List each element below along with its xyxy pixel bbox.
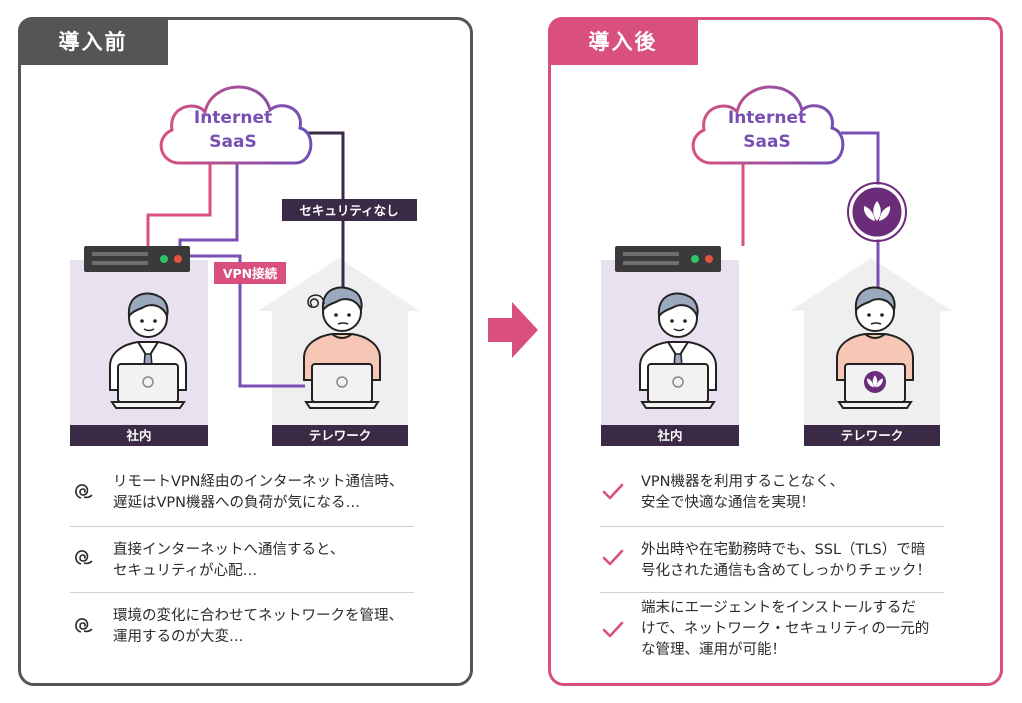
before-note-1: リモートVPN経由のインターネット通信時、 遅延はVPN機器への負荷が気になる…	[113, 472, 404, 514]
before-note-3-line1: 環境の変化に合わせてネットワークを管理、	[113, 608, 403, 624]
line-office-pink	[146, 162, 212, 246]
home-laptop-logo-before	[336, 376, 348, 388]
panel-after-title: 導入後	[548, 17, 698, 65]
before-note-3: 環境の変化に合わせてネットワークを管理、 運用するのが大変…	[113, 606, 403, 648]
line-agent-top	[841, 131, 880, 186]
office-label-bg-before	[70, 425, 208, 446]
vpn-label: VPN接続	[223, 266, 278, 281]
office-label-before: 社内	[125, 428, 151, 443]
telework-label-bg-before	[272, 425, 408, 446]
telework-label-after: テレワーク	[841, 428, 904, 443]
panel-before: 導入前	[18, 17, 473, 686]
office-laptop-logo-after	[672, 376, 684, 388]
panel-before-title: 導入前	[18, 17, 168, 65]
after-divider-2	[600, 592, 944, 593]
vpn-badge	[214, 262, 286, 284]
telework-label-before: テレワーク	[309, 428, 372, 443]
after-note-1-line1: VPN機器を利用することなく、	[641, 474, 845, 490]
worry-spiral-icon	[72, 614, 94, 639]
line-office-purple	[178, 162, 239, 248]
no-security-label: セキュリティなし	[299, 203, 398, 218]
office-label-after: 社内	[656, 428, 682, 443]
after-note-1-line2: 安全で快適な通信を実現！	[641, 495, 815, 511]
check-icon	[602, 548, 624, 571]
telework-label-bg-after	[804, 425, 940, 446]
worry-spiral-small-icon	[307, 294, 325, 308]
check-icon	[602, 620, 624, 643]
before-note-3-line2: 運用するのが大変…	[113, 629, 244, 645]
no-security-badge	[282, 199, 417, 221]
worry-spiral-icon	[72, 480, 94, 505]
after-note-3: 端末にエージェントをインストールするだ けで、ネットワーク・セキュリティの一元的…	[641, 598, 929, 661]
panel-after: 導入後	[548, 17, 1003, 686]
before-note-2-line2: セキュリティが心配…	[113, 563, 258, 579]
office-laptop-after	[641, 363, 715, 409]
after-note-1: VPN機器を利用することなく、 安全で快適な通信を実現！	[641, 472, 844, 514]
check-icon	[602, 482, 624, 505]
cloud-before	[159, 85, 313, 165]
before-note-1-line1: リモートVPN経由のインターネット通信時、	[113, 474, 404, 490]
line-vpn	[180, 254, 305, 388]
arrow-right-icon	[488, 302, 538, 358]
cloud-before-line2: SaaS	[209, 132, 256, 152]
home-laptop-before	[305, 363, 379, 409]
cloud-before-line1: Internet	[194, 108, 272, 128]
office-laptop-before	[111, 363, 185, 409]
before-divider-2	[70, 592, 414, 593]
after-note-2-line2: 号化された通信も含めてしっかりチェック！	[641, 563, 931, 579]
cloud-after-line1: Internet	[728, 108, 806, 128]
lotus-shield-ring	[847, 182, 907, 242]
before-note-2: 直接インターネットへ通信すると、 セキュリティが心配…	[113, 540, 344, 582]
office-label-bg-after	[601, 425, 739, 446]
line-no-security	[308, 131, 345, 290]
vpn-server	[84, 246, 190, 272]
server-after	[615, 246, 721, 272]
worry-spiral-icon	[72, 546, 94, 571]
after-note-2-line1: 外出時や在宅勤務時でも、SSL（TLS）で暗	[641, 542, 926, 558]
after-note-2: 外出時や在宅勤務時でも、SSL（TLS）で暗 号化された通信も含めてしっかりチェ…	[641, 540, 931, 582]
after-divider-1	[600, 526, 944, 527]
after-note-3-line3: な管理、運用が可能！	[641, 642, 786, 658]
before-divider-1	[70, 526, 414, 527]
after-note-3-line2: けで、ネットワーク・セキュリティの一元的	[641, 621, 930, 637]
before-note-2-line1: 直接インターネットへ通信すると、	[113, 542, 345, 558]
before-note-1-line2: 遅延はVPN機器への負荷が気になる…	[113, 495, 361, 511]
office-laptop-logo-before	[142, 376, 154, 388]
cloud-after-line2: SaaS	[743, 132, 790, 152]
after-note-3-line1: 端末にエージェントをインストールするだ	[641, 600, 916, 616]
cloud-after	[691, 85, 845, 165]
